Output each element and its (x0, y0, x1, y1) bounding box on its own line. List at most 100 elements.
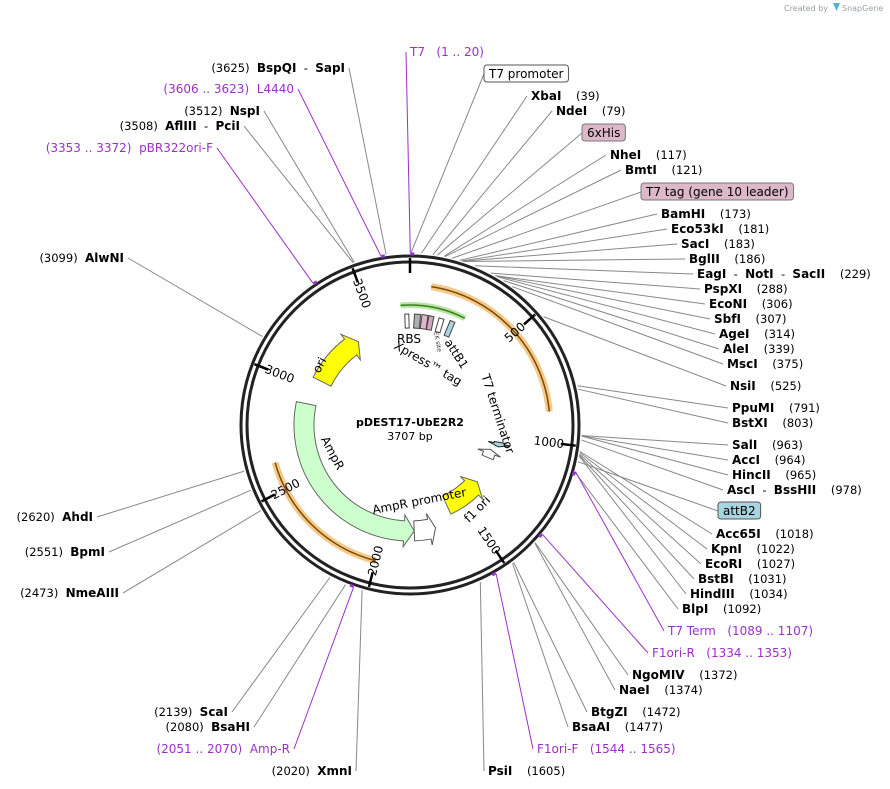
primer-name: pBR322ori-F (139, 141, 213, 155)
t7-terminator-arrow (477, 448, 501, 461)
t7-tag-label-leader-line (451, 191, 642, 259)
label-gap (55, 510, 62, 524)
site-label-eco53ki: Eco53kI (181) (671, 222, 769, 236)
site-pos: (3512) (184, 104, 222, 118)
site-pos: (2551) (25, 545, 63, 559)
label-separator (204, 61, 211, 75)
label-separator (720, 252, 735, 266)
site-pos: (1034) (749, 587, 787, 601)
label-gap (249, 82, 257, 96)
primer-label-pbr322ori-f: (3353 .. 3372) pBR322ori-F (46, 141, 213, 155)
label-separator (641, 148, 656, 162)
site-label-blpi: BlpI (1092) (682, 602, 761, 616)
label-separator: - (726, 267, 745, 281)
primer-range: (1544 .. 1565) (590, 742, 676, 756)
site-name: BstXI (732, 416, 768, 430)
site-pos: (173) (720, 207, 751, 221)
site-labels: (3625) BspQI - SapI (3512) NspI (3508) A… (17, 45, 871, 778)
his-label-leader-line (436, 132, 583, 256)
site-label-ndei: NdeI (79) (556, 104, 625, 118)
site-pos: (3625) (211, 61, 249, 75)
site-label-ecori: EcoRI (1027) (705, 557, 795, 571)
site-label-xmni: (2020) XmnI (264, 764, 352, 778)
site-name: AhdI (62, 510, 93, 524)
site-pos: (1092) (723, 602, 761, 616)
site-pos: (2080) (166, 720, 204, 734)
label-gap (204, 720, 211, 734)
primer-range: (3606 .. 3623) (163, 82, 249, 96)
label-gap (695, 646, 706, 660)
site-pos: (1027) (757, 557, 795, 571)
enterokinase-label: EK site (432, 331, 443, 353)
site-pos: (1605) (527, 764, 565, 778)
site-label-nsii: NsiI (525) (730, 379, 801, 393)
label-gap (250, 61, 257, 75)
site-label-msci: MscI (375) (727, 357, 803, 371)
site-pos: (3508) (120, 119, 158, 133)
site-pos: (1477) (625, 720, 663, 734)
label-separator (756, 379, 771, 393)
label-gap (310, 764, 317, 778)
site-name: HindIII (690, 587, 735, 601)
ruler-tick-mark (560, 442, 576, 447)
site-leader-line (503, 280, 720, 350)
site-leader-line (462, 243, 678, 262)
site-pos: (2620) (17, 510, 55, 524)
label-separator (761, 527, 776, 541)
label-separator (747, 297, 762, 311)
site-pos: (2139) (154, 705, 192, 719)
label-separator (757, 438, 772, 452)
site-pos: (183) (724, 237, 755, 251)
site-pos: (186) (734, 252, 765, 266)
label-leader-lines (96, 51, 729, 772)
site-name2: SapI (315, 61, 345, 75)
site-label-alei: AleI (339) (723, 342, 795, 356)
primer-site-mark (380, 254, 386, 258)
site-name: SacI (681, 237, 709, 251)
site-pos: (79) (602, 104, 626, 118)
ruler-tick-mark (351, 267, 359, 283)
primer-range: (1089 .. 1107) (727, 624, 813, 638)
site-leader-line (578, 455, 687, 595)
site-label-acci: AccI (964) (732, 453, 806, 467)
label-separator (735, 587, 750, 601)
site-name: PsiI (488, 764, 512, 778)
ori-arrow (312, 333, 362, 387)
site-name: EcoNI (709, 297, 747, 311)
site-pos: (3099) (39, 251, 77, 265)
ek-box (434, 317, 445, 334)
t7-tag-box (413, 313, 422, 329)
label-gap (222, 104, 229, 118)
label-separator (685, 668, 700, 682)
site-leader-line (578, 454, 695, 580)
site-pos: (2473) (20, 586, 58, 600)
primer-site-mark (491, 571, 497, 577)
primer-leader-line (405, 51, 411, 254)
site-label-bmti: BmtI (121) (625, 163, 702, 177)
site-leader-line (543, 316, 727, 387)
ampr-arrow (293, 401, 415, 549)
site-label-xbai: XbaI (39) (531, 89, 600, 103)
site-name: KpnI (711, 542, 742, 556)
label-separator (264, 764, 271, 778)
primer-label-l4440: (3606 .. 3623) L4440 (163, 82, 294, 96)
site-name: Eco53kI (671, 222, 724, 236)
site-name: NmeAIII (66, 586, 119, 600)
site-pos: (1374) (664, 683, 702, 697)
site-name: AscI (727, 483, 755, 497)
site-label-nspi: (3512) NspI (177, 104, 260, 118)
site-pos: (803) (782, 416, 813, 430)
snapgene-credit: Created by SnapGene (784, 3, 883, 13)
label-separator (741, 312, 756, 326)
label-gap (158, 119, 165, 133)
site-leader-line (581, 435, 729, 446)
site-pos: (39) (576, 89, 600, 103)
site-label-bamhi: BamHI (173) (661, 207, 751, 221)
site-leader-line (534, 542, 629, 676)
site-leader-line (96, 470, 245, 518)
label-separator: - (774, 267, 793, 281)
site-name: HincII (732, 468, 771, 482)
label-separator (749, 342, 764, 356)
plasmid-center-label: pDEST17-UbE2R2 3707 bp (356, 416, 464, 443)
